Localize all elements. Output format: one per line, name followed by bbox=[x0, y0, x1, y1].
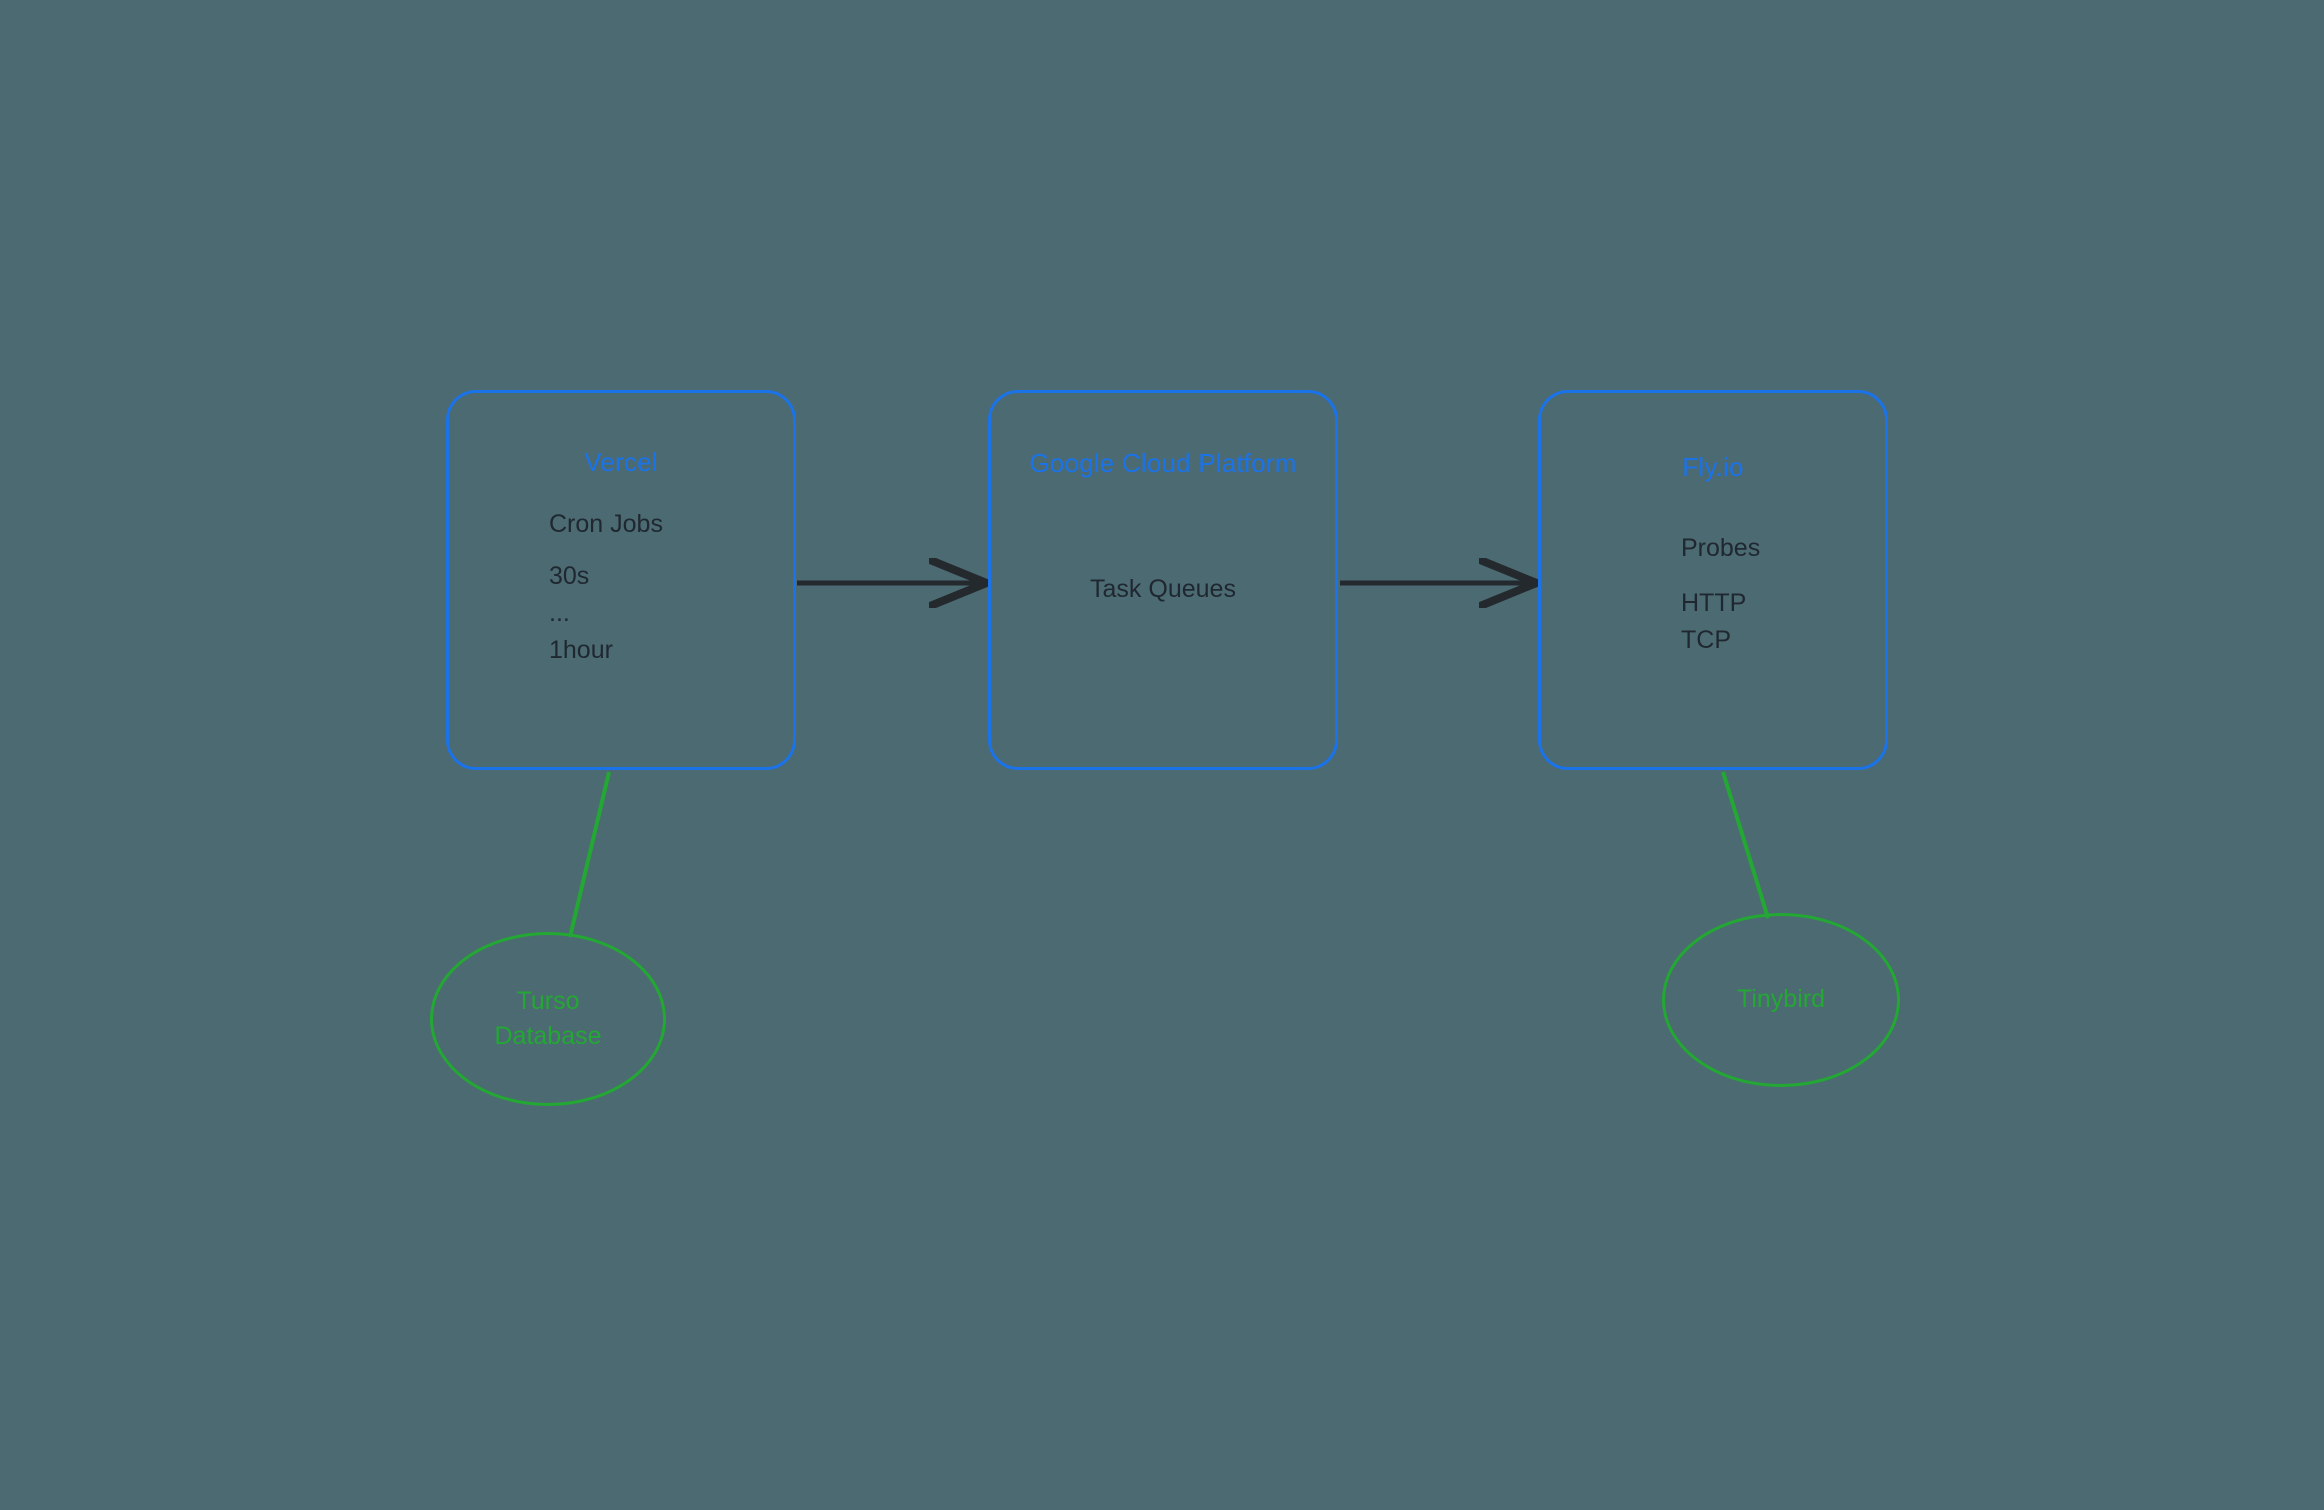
edge-flyio-to-tinybird bbox=[1721, 771, 1770, 919]
cluster-gcp[interactable]: Google Cloud Platform Task Queues bbox=[988, 390, 1338, 770]
datastore-tinybird[interactable]: Tinybird bbox=[1662, 913, 1900, 1087]
cluster-vercel-detail: 30s ... 1hour bbox=[549, 562, 613, 664]
cluster-flyio-detail: HTTP TCP bbox=[1681, 589, 1747, 654]
cluster-flyio-title: Fly.io bbox=[1682, 452, 1744, 482]
cluster-vercel-title: Vercel bbox=[584, 447, 658, 477]
cluster-flyio-body: Probes bbox=[1681, 534, 1761, 562]
cluster-vercel[interactable]: Vercel Cron Jobs 30s ... 1hour bbox=[446, 390, 796, 770]
datastore-turso-label: Turso Database bbox=[494, 986, 602, 1051]
datastore-turso[interactable]: Turso Database bbox=[430, 932, 666, 1106]
cluster-vercel-body: Cron Jobs bbox=[549, 510, 663, 538]
cluster-gcp-title: Google Cloud Platform bbox=[1029, 448, 1297, 478]
cluster-gcp-body: Task Queues bbox=[1090, 575, 1236, 603]
cluster-flyio[interactable]: Fly.io Probes HTTP TCP bbox=[1538, 390, 1888, 770]
edge-vercel-to-turso bbox=[568, 771, 611, 938]
datastore-tinybird-label: Tinybird bbox=[1737, 985, 1825, 1014]
